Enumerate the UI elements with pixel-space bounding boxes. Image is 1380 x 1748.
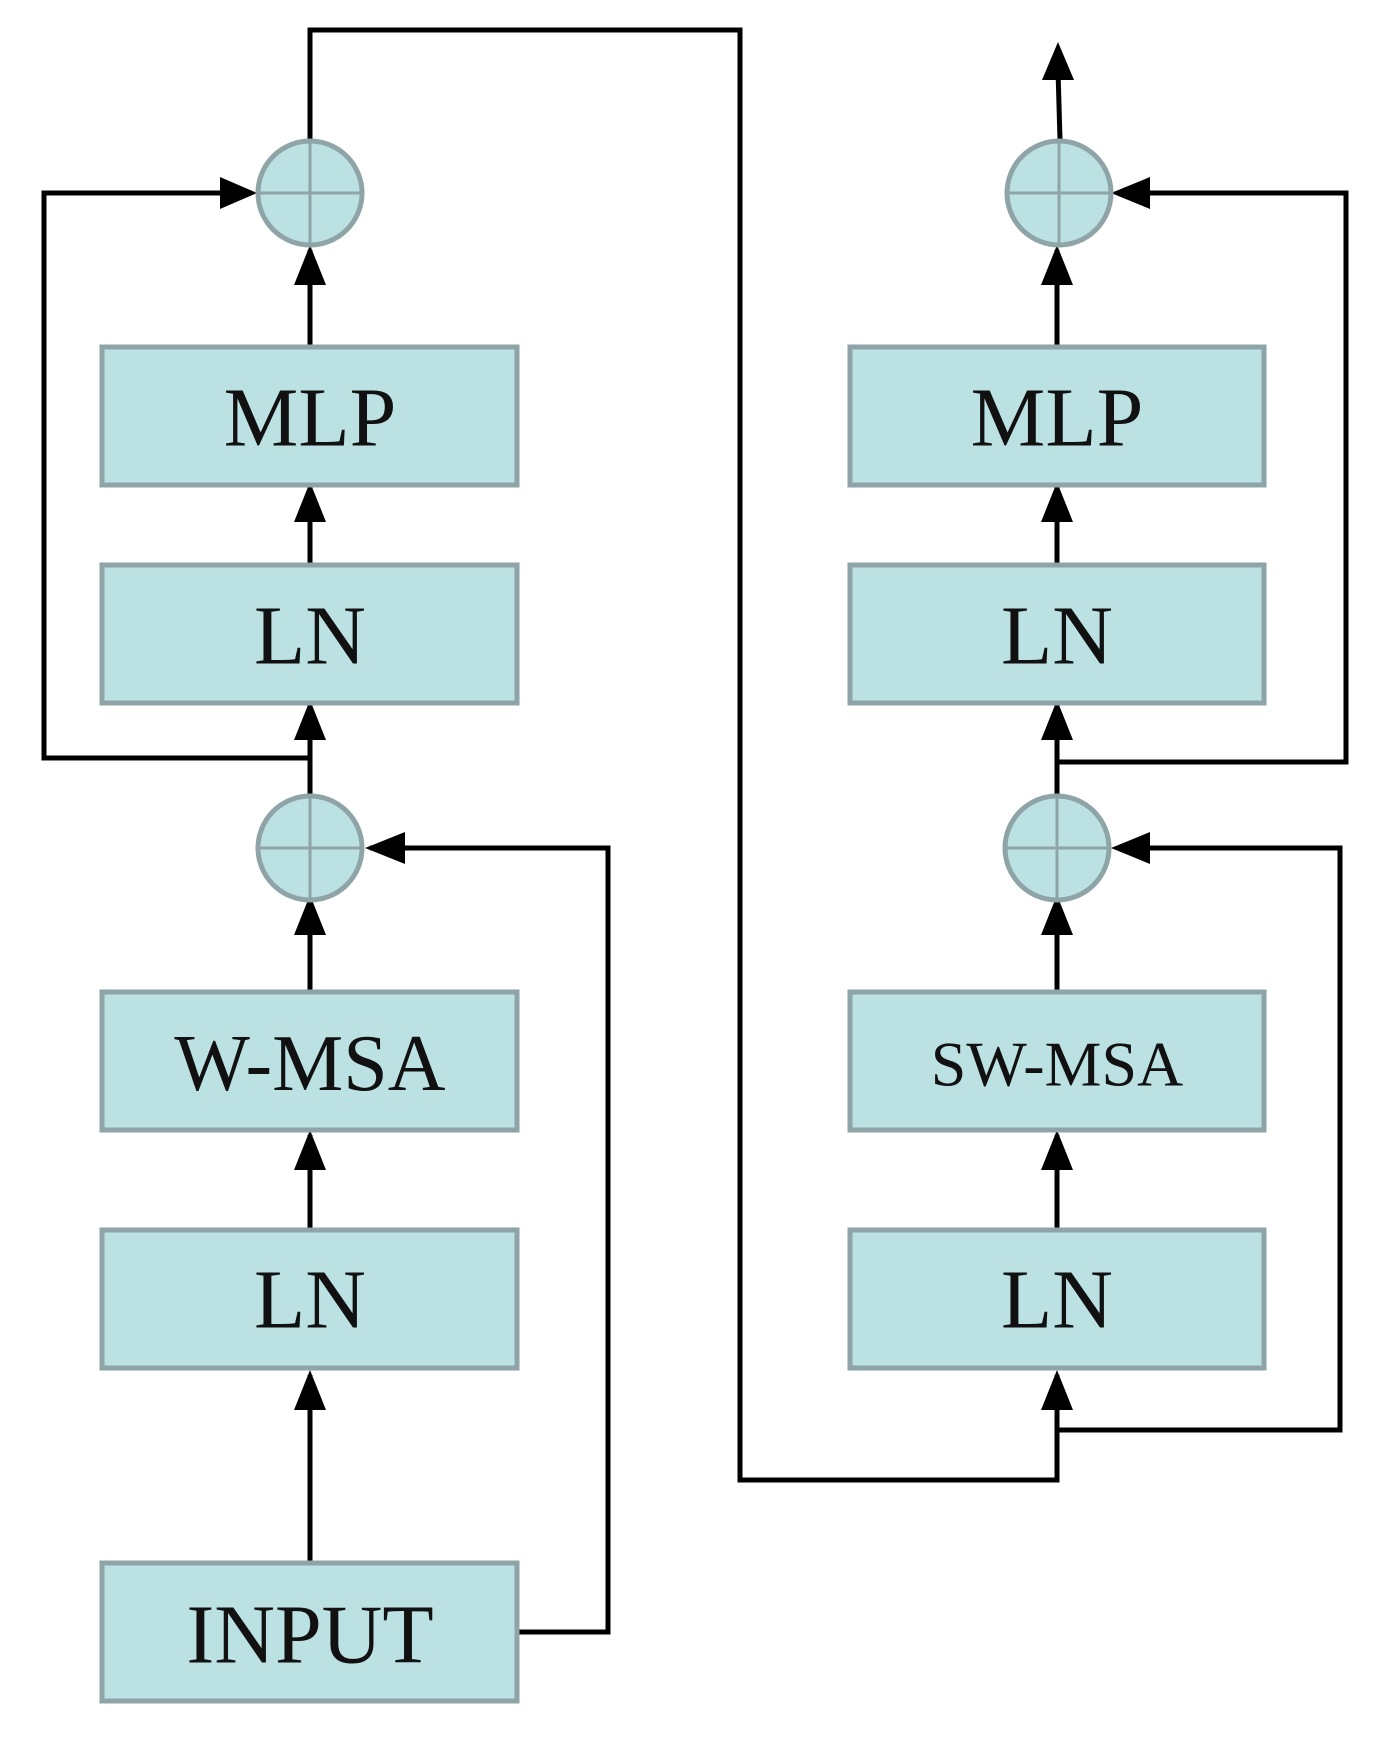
input-block: INPUT <box>99 1560 520 1704</box>
wire-residual-right-bottom <box>1057 845 1343 1433</box>
right-mlp-label: MLP <box>971 372 1144 465</box>
arrow-head-input-ln <box>294 1370 326 1410</box>
left-ln-top-label: LN <box>254 590 366 683</box>
arrow-head-adder-ln-top <box>294 700 326 740</box>
wire-residual-input <box>370 845 611 1635</box>
arrow-head-swmsa-adder <box>1041 895 1073 935</box>
left-ln-top-block: LN <box>99 562 520 706</box>
arrow-head-crossover <box>1041 1370 1073 1410</box>
left-ln-bottom-label: LN <box>254 1254 366 1347</box>
right-ln-bottom-block: LN <box>847 1227 1267 1371</box>
arrow-head-residual-input <box>365 832 405 864</box>
arrow-head-residual-right-top <box>1111 177 1150 209</box>
arrow-head-right-ln-mlp <box>1041 482 1073 522</box>
swmsa-block: SW-MSA <box>847 989 1267 1133</box>
arrow-head-wmsa-adder <box>294 895 326 935</box>
arrow-head-output <box>1042 42 1074 80</box>
wmsa-block: W-MSA <box>99 989 520 1133</box>
wire-residual-right-top <box>1057 190 1349 765</box>
input-label: INPUT <box>186 1589 433 1682</box>
arrow-head-ln-mlp <box>294 482 326 522</box>
wmsa-label: W-MSA <box>174 1020 445 1108</box>
left-ln-bottom-block: LN <box>99 1227 520 1371</box>
arrow-head-ln-swmsa <box>1041 1130 1073 1170</box>
right-ln-bottom-label: LN <box>1001 1254 1113 1347</box>
left-column: INPUT LN W-MSA LN MLP <box>99 138 520 1704</box>
swmsa-label: SW-MSA <box>931 1029 1184 1100</box>
right-ln-top-label: LN <box>1001 590 1113 683</box>
wires <box>41 27 1349 1635</box>
left-adder-bottom <box>255 793 365 903</box>
left-adder-top <box>255 138 365 248</box>
wire-output <box>1055 69 1063 141</box>
arrow-head-right-mlp-adder-top <box>1041 245 1073 285</box>
wire-residual-left <box>41 190 310 761</box>
arrow-head-mlp-adder-top <box>294 245 326 285</box>
left-mlp-block: MLP <box>99 344 520 488</box>
right-adder-top <box>1004 138 1114 248</box>
right-adder-bottom <box>1002 793 1112 903</box>
right-column: LN SW-MSA LN MLP <box>847 138 1267 1371</box>
arrow-head-residual-right-bottom <box>1111 832 1150 864</box>
left-mlp-label: MLP <box>224 372 397 465</box>
arrow-head-right-adder-ln-top <box>1041 700 1073 740</box>
right-ln-top-block: LN <box>847 562 1267 706</box>
arrow-head-ln-wmsa <box>294 1130 326 1170</box>
wire-crossover <box>307 27 1060 1483</box>
arrow-head-residual-left <box>220 177 257 209</box>
right-mlp-block: MLP <box>847 344 1267 488</box>
